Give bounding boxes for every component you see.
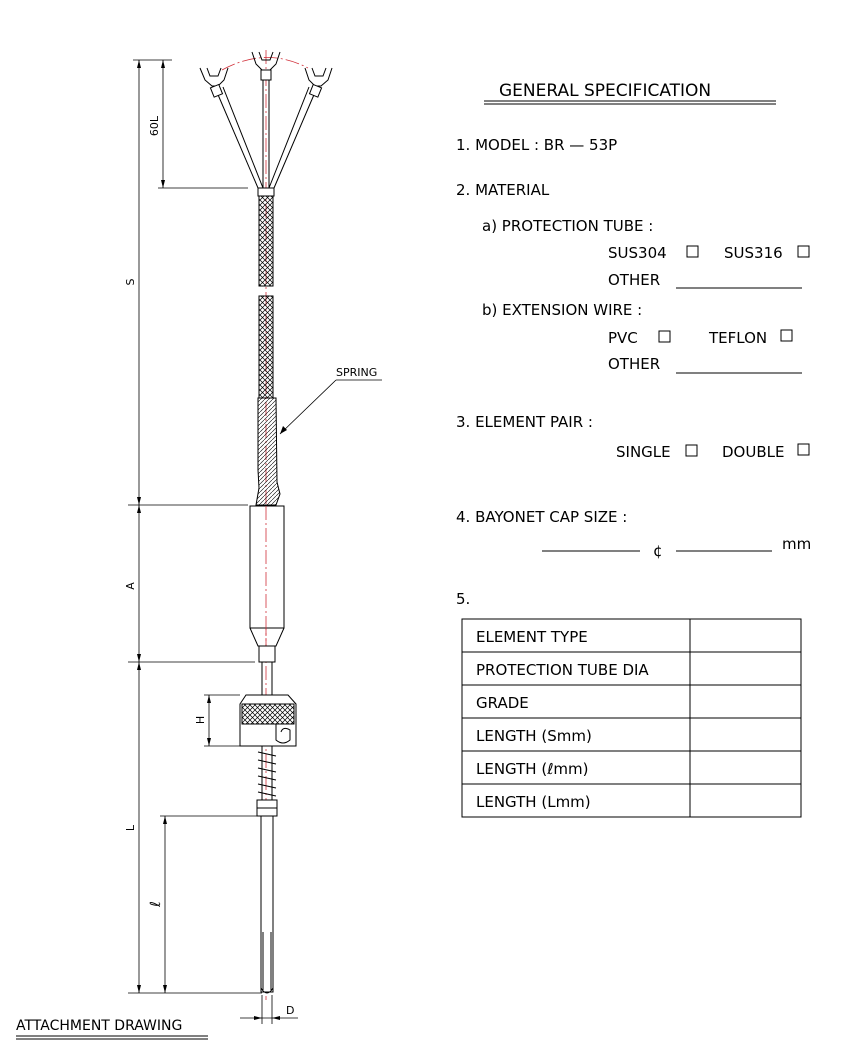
checkbox-single[interactable] — [685, 444, 698, 457]
spring-label: SPRING — [336, 366, 377, 379]
spec-protection-tube: a) PROTECTION TUBE : — [482, 217, 653, 235]
bayonet-cap — [239, 694, 297, 747]
spec-material: 2. MATERIAL — [456, 181, 550, 199]
head-body — [249, 505, 285, 629]
option-sus304: SUS304 — [608, 244, 667, 262]
compression-spring — [257, 746, 277, 800]
lead-wires — [215, 70, 317, 189]
table-row-label: GRADE — [476, 694, 529, 712]
dimension-lines — [128, 59, 382, 1024]
dimension-arrows — [137, 60, 287, 1020]
option-single: SINGLE — [616, 443, 671, 461]
general-specification: GENERAL SPECIFICATION 1. MODEL : BR — 53… — [456, 81, 811, 818]
checkbox-teflon[interactable] — [780, 329, 793, 342]
spec-title: GENERAL SPECIFICATION — [499, 81, 711, 101]
table-row-label: LENGTH (ℓmm) — [476, 760, 588, 778]
wire-ferrule — [257, 187, 275, 197]
checkbox-pvc[interactable] — [658, 330, 671, 343]
dim-d-label: D — [286, 1004, 294, 1017]
spade-terminal-center — [251, 51, 281, 81]
option-pvc: PVC — [608, 329, 638, 347]
spade-terminal-left — [199, 67, 229, 98]
dim-l-label: L — [124, 824, 137, 831]
table-row-label: LENGTH (Lmm) — [476, 793, 591, 811]
neck — [258, 645, 276, 663]
braid-lower — [258, 295, 274, 399]
spec-model: 1. MODEL : BR — 53P — [456, 136, 617, 154]
dim-h-label: H — [194, 716, 207, 724]
unit-mm: mm — [782, 535, 811, 553]
braid-upper — [258, 195, 274, 287]
checkbox-double[interactable] — [797, 443, 810, 456]
spring-sheath — [255, 397, 281, 506]
table-row-label: LENGTH (Smm) — [476, 727, 592, 745]
spade-terminal-right — [304, 67, 333, 98]
spec-bayonet: 4. BAYONET CAP SIZE : — [456, 508, 627, 526]
dim-a-label: A — [124, 582, 137, 590]
thermocouple-drawing: 60L S A H L ℓ D SPRING ATTACHMENT DRAWIN… — [16, 50, 382, 1040]
option-other-tube: OTHER — [608, 271, 660, 289]
dim-s-label: S — [124, 278, 137, 285]
checkbox-sus304[interactable] — [686, 245, 699, 258]
dim-l-small-label: ℓ — [148, 901, 164, 908]
table-row-label: ELEMENT TYPE — [476, 628, 588, 646]
option-other-wire: OTHER — [608, 355, 660, 373]
checkbox-sus316[interactable] — [797, 245, 810, 258]
spec-extension-wire: b) EXTENSION WIRE : — [482, 301, 642, 319]
dim-60l-label: 60L — [148, 115, 161, 136]
phi-symbol: ¢ — [653, 542, 663, 560]
attachment-title: ATTACHMENT DRAWING — [16, 1018, 182, 1034]
protection-tube — [260, 815, 274, 993]
option-double: DOUBLE — [722, 443, 784, 461]
spec-table: ELEMENT TYPE PROTECTION TUBE DIA GRADE L… — [461, 618, 802, 818]
spec-item5: 5. — [456, 590, 470, 608]
table-row-label: PROTECTION TUBE DIA — [476, 661, 649, 679]
terminal-arc — [221, 57, 309, 71]
option-sus316: SUS316 — [724, 244, 783, 262]
spec-element-pair: 3. ELEMENT PAIR : — [456, 413, 593, 431]
option-teflon: TEFLON — [708, 329, 767, 347]
